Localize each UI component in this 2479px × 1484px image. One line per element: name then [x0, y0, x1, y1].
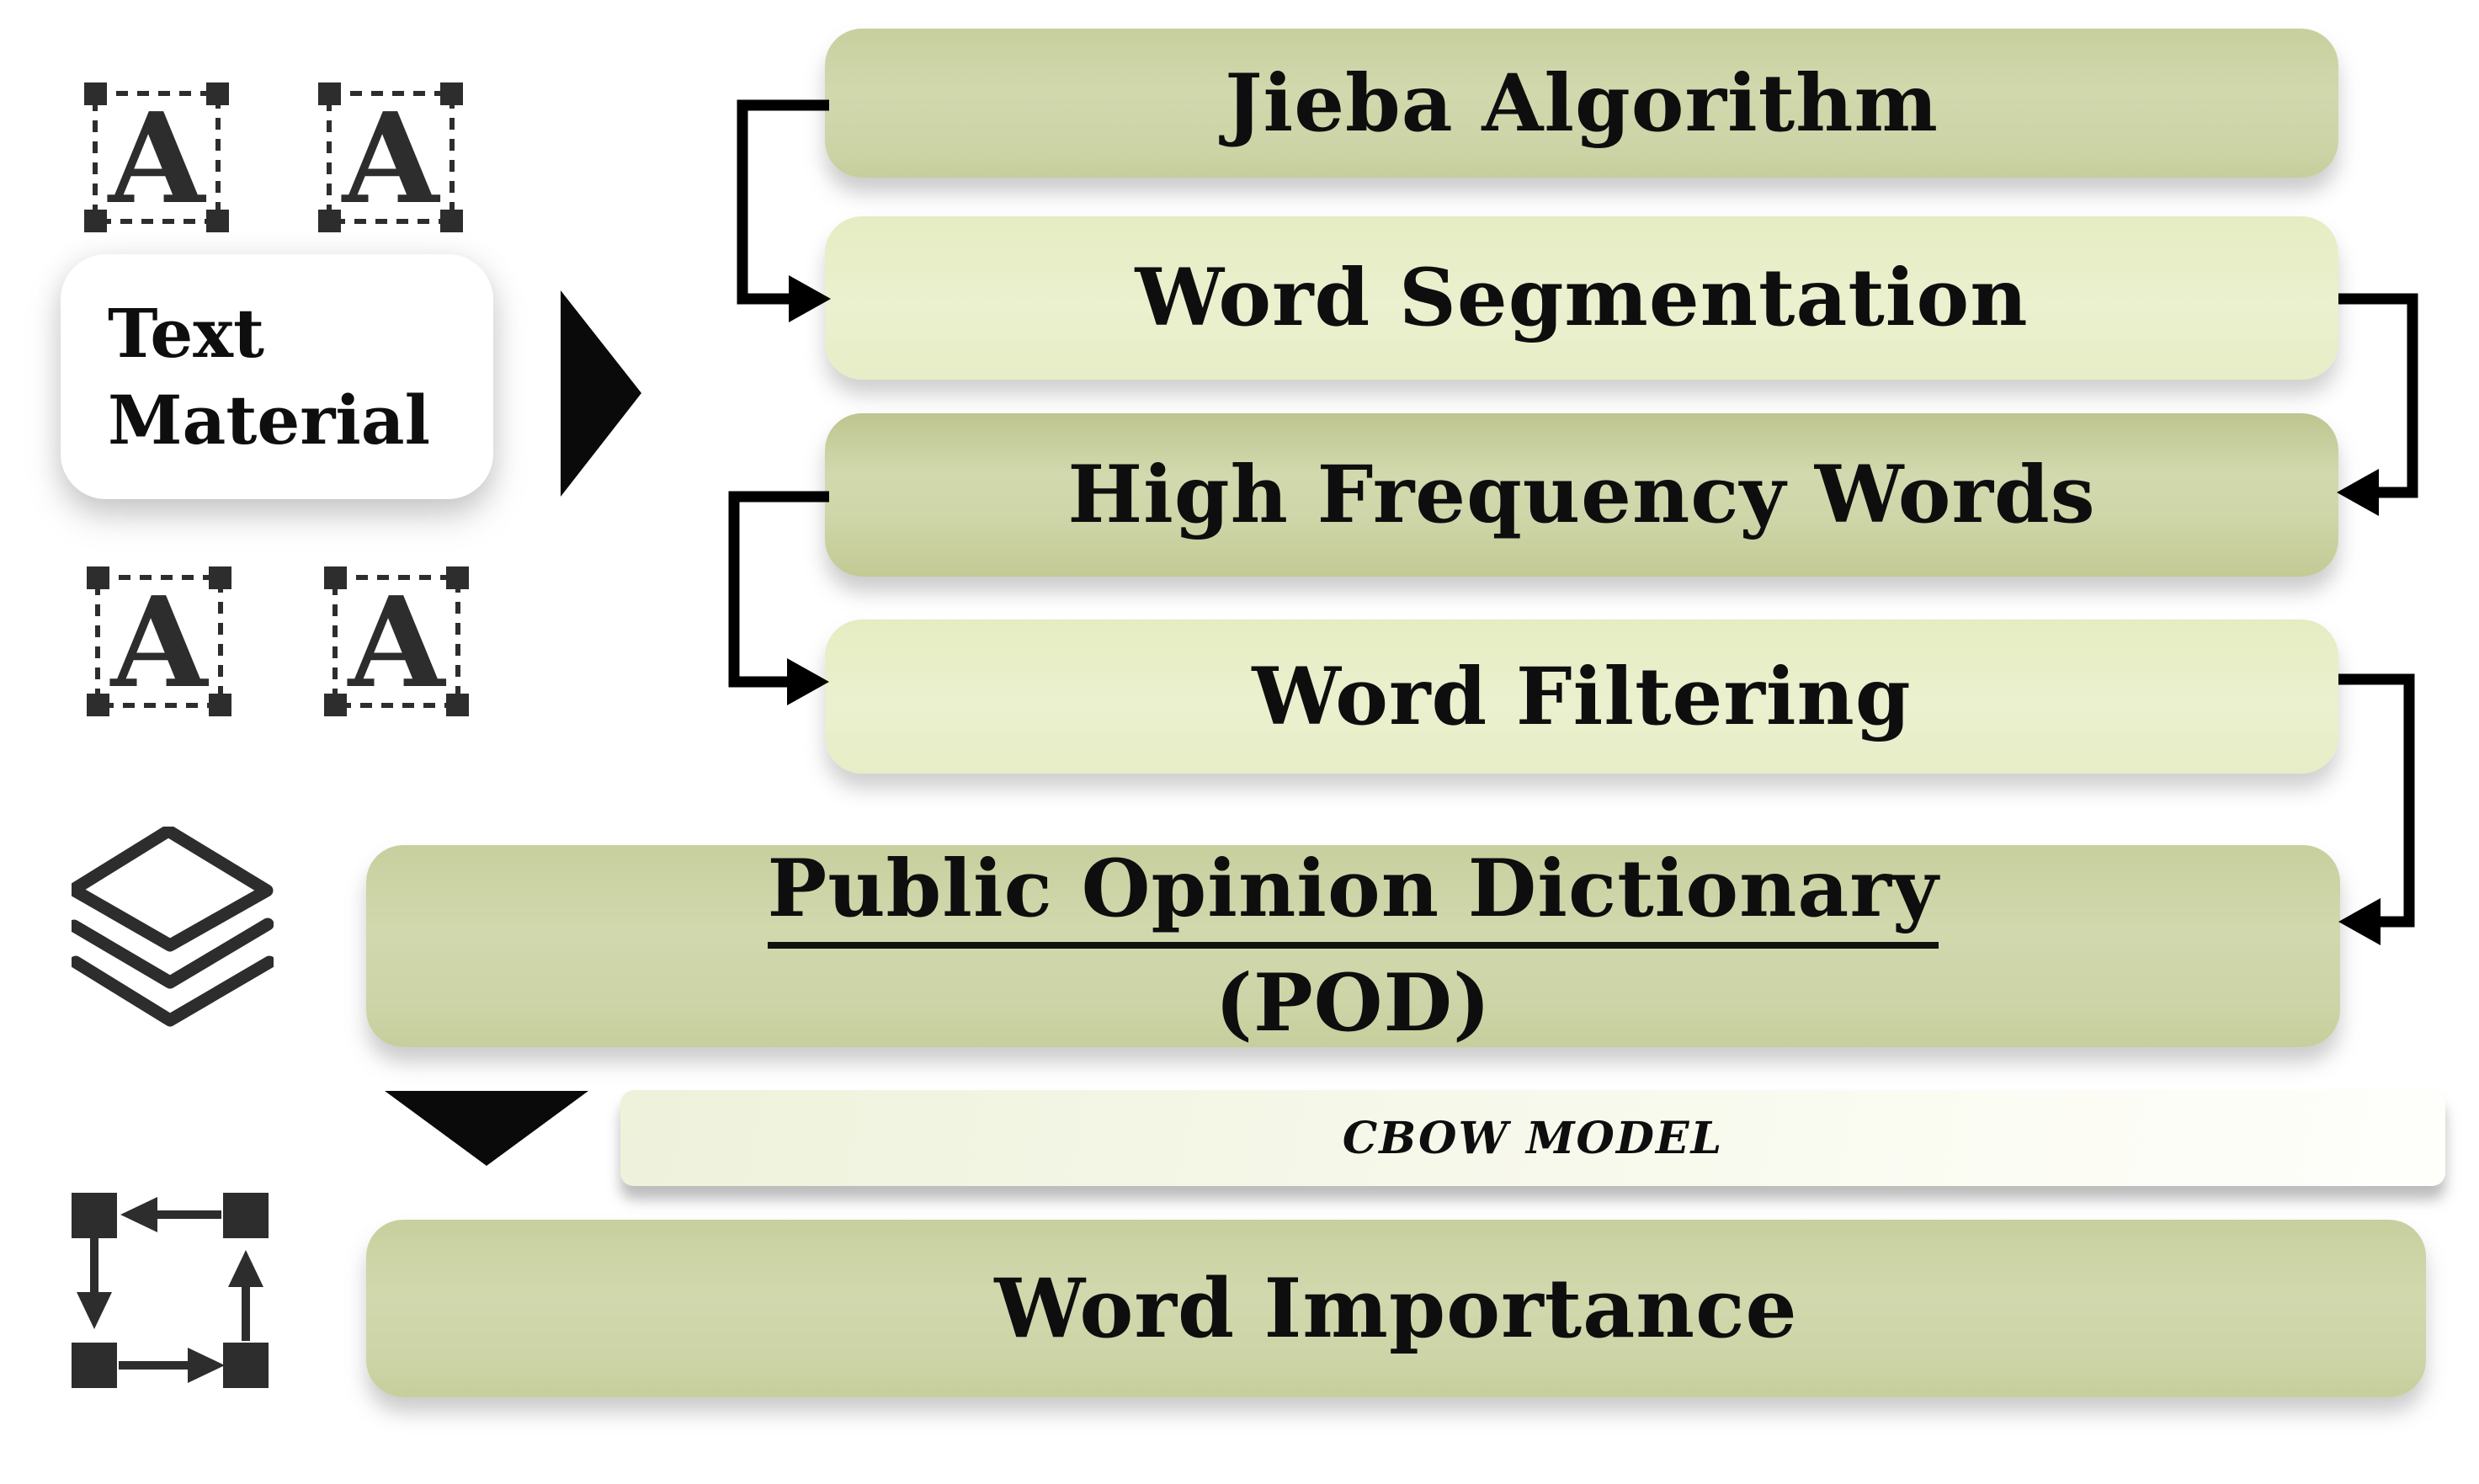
connector-jieba-to-word-segmentation [737, 99, 831, 322]
letter-a-glyph: A [107, 85, 207, 231]
pod-title: Public Opinion Dictionary [767, 843, 1939, 949]
text-selection-icon: A [84, 82, 229, 232]
flow-box-label: Word Importance [994, 1261, 1798, 1356]
text-selection-icon: A [87, 566, 231, 716]
flow-box-jieba-algorithm: Jieba Algorithm [825, 29, 2338, 178]
text-material-line2: Material [108, 380, 431, 460]
flow-arrow-down [385, 1091, 588, 1166]
layers-icon [72, 827, 274, 1027]
pod-subtitle: (POD) [1215, 957, 1492, 1050]
cycle-icon [72, 1193, 269, 1388]
text-material-box: Text Material [61, 254, 493, 499]
letter-a-glyph: A [341, 85, 441, 231]
flow-box-label: Word Filtering [1252, 650, 1912, 743]
flow-arrow-right [561, 290, 641, 497]
letter-a-glyph: A [109, 569, 210, 715]
connector-word-segmentation-to-high-frequency-words [2337, 293, 2418, 516]
flow-box-word-segmentation: Word Segmentation [825, 216, 2338, 380]
flow-box-label: Jieba Algorithm [1225, 56, 1939, 150]
letter-a-glyph: A [347, 569, 447, 715]
flow-box-label: CBOW MODEL [1342, 1112, 1724, 1164]
flow-box-high-frequency-words: High Frequency Words [825, 413, 2338, 577]
connector-high-frequency-words-to-word-filtering [728, 491, 829, 705]
connector-word-filtering-to-pod [2338, 673, 2415, 945]
text-material-line1: Text [108, 294, 264, 374]
flow-box-word-importance: Word Importance [366, 1220, 2426, 1397]
text-selection-icon: A [318, 82, 463, 232]
flow-box-word-filtering: Word Filtering [825, 620, 2338, 774]
flow-box-label: Word Segmentation [1135, 252, 2029, 344]
text-selection-icon: A [324, 566, 469, 716]
flow-box-cbow-model: CBOW MODEL [620, 1090, 2445, 1186]
flow-box-public-opinion-dictionary: Public Opinion Dictionary (POD) [366, 843, 2340, 1050]
flow-box-label: High Frequency Words [1067, 449, 2096, 541]
